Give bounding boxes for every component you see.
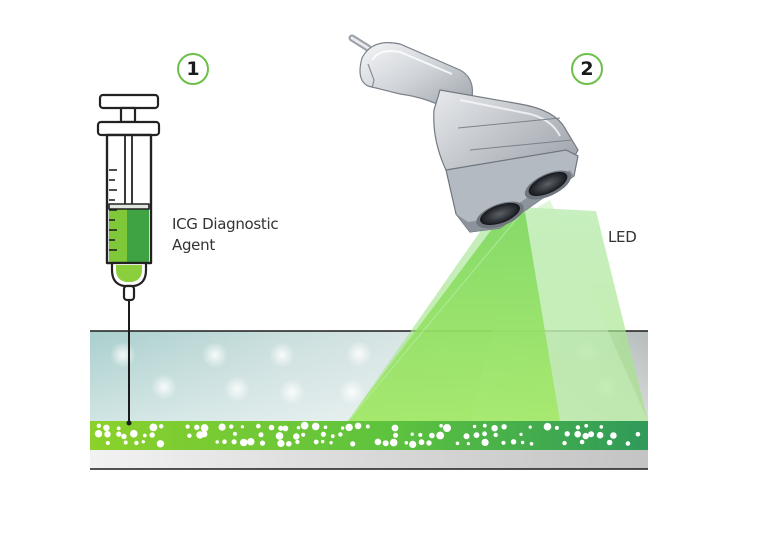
base-layer <box>90 450 648 470</box>
icg-agent-label-line2: Agent <box>172 236 215 254</box>
led-beams <box>347 200 648 422</box>
step-2-badge: 2 <box>571 53 603 85</box>
step-1-badge: 1 <box>177 53 209 85</box>
imaging-camera-icon <box>348 34 579 233</box>
fluorescent-band <box>90 421 648 450</box>
led-label: LED <box>608 228 637 246</box>
icg-agent-label-line1: ICG Diagnostic <box>172 215 279 233</box>
needle <box>126 300 132 426</box>
band-particles <box>94 421 641 448</box>
icg-agent-label: ICG Diagnostic Agent <box>172 214 279 256</box>
syringe-icon <box>96 93 161 302</box>
